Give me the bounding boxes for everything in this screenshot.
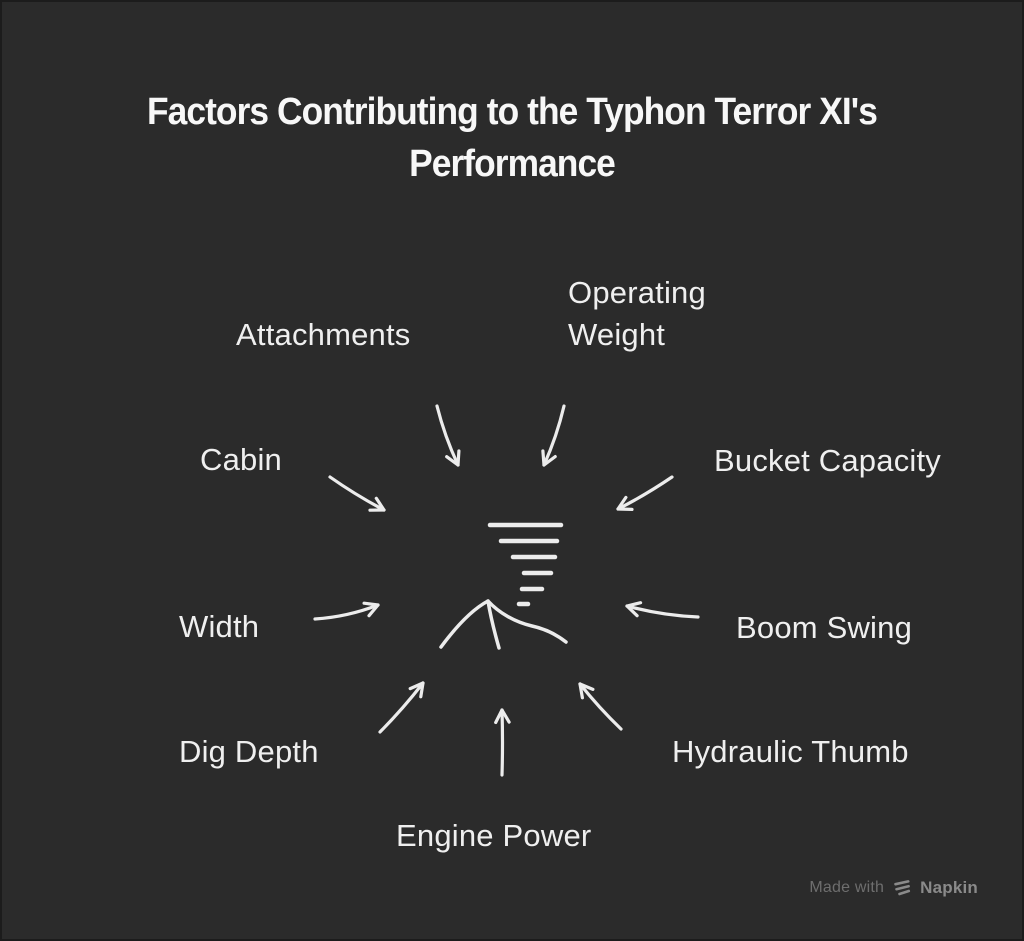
arrow-from-boom-swing — [625, 601, 700, 619]
arrow-from-attachments — [435, 404, 461, 467]
arrow-from-bucket-capacity — [616, 475, 674, 511]
page-title-line2: Performance — [409, 143, 616, 185]
napkin-logo-icon — [894, 880, 911, 896]
factor-label-width: Width — [179, 609, 260, 644]
factor-label-dig-depth: Dig Depth — [179, 734, 319, 769]
watermark-made-with: Made with — [809, 879, 885, 896]
factor-label-operating-weight: Operating Weight — [568, 275, 706, 352]
factor-label-bucket-capacity: Bucket Capacity — [714, 443, 941, 478]
arrow-from-operating-weight — [541, 404, 566, 467]
arrow-from-width — [313, 601, 380, 621]
factor-label-attachments: Attachments — [236, 317, 411, 352]
arrow-from-hydraulic-thumb — [578, 682, 623, 731]
watermark: Made with Napkin — [809, 878, 978, 898]
page-title: Factors Contributing to the Typhon Terro… — [0, 86, 1024, 190]
factor-label-cabin: Cabin — [200, 442, 282, 477]
factor-label-boom-swing: Boom Swing — [736, 610, 913, 645]
factor-label-engine-power: Engine Power — [396, 818, 592, 853]
page-title-line1: Factors Contributing to the Typhon Terro… — [146, 91, 878, 133]
arrows-layer — [313, 404, 700, 777]
arrow-from-engine-power — [494, 708, 511, 777]
watermark-brand: Napkin — [920, 878, 978, 897]
arrow-from-cabin — [328, 475, 386, 512]
factor-label-hydraulic-thumb: Hydraulic Thumb — [672, 734, 909, 769]
mountain-icon — [439, 599, 568, 650]
arrow-from-dig-depth — [378, 681, 425, 734]
tornado-mountain-icon — [439, 522, 568, 650]
